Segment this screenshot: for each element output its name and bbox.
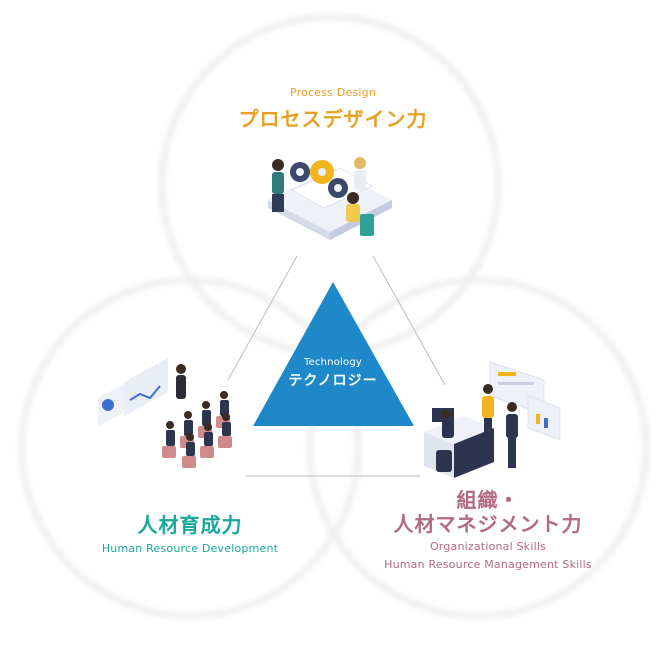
human-resource-en: Human Resource Development — [101, 542, 279, 555]
organization-circle — [307, 277, 649, 619]
human-resource-circle — [19, 277, 361, 619]
process-design-jp: プロセスデザイン力 — [238, 107, 428, 131]
organization-jp-line1: 組織・ — [456, 488, 520, 512]
technology-en: Technology — [303, 357, 362, 368]
presentation-audience-illustration — [98, 358, 232, 468]
office-management-illustration — [424, 361, 561, 478]
organization-en-line1: Organizational Skills — [429, 540, 547, 553]
organization-en-line2: Human Resource Management Skills — [384, 558, 592, 571]
connector-line-left — [227, 255, 298, 381]
technology-label: Technology テクノロジー — [268, 357, 398, 390]
organization-label: 組織・ 人材マネジメント力 Organizational Skills Huma… — [348, 488, 628, 572]
process-design-label: Process Design プロセスデザイン力 — [183, 86, 483, 132]
human-resource-label: 人材育成力 Human Resource Development — [60, 509, 320, 555]
human-resource-jp: 人材育成力 — [137, 513, 243, 537]
technology-jp: テクノロジー — [288, 373, 378, 389]
process-design-en: Process Design — [289, 86, 376, 99]
connector-line-right — [372, 255, 446, 386]
connector-lines — [227, 255, 446, 477]
gear-team-illustration — [268, 157, 392, 240]
organization-jp-line2: 人材マネジメント力 — [393, 512, 583, 536]
technology-triangle — [253, 282, 414, 426]
